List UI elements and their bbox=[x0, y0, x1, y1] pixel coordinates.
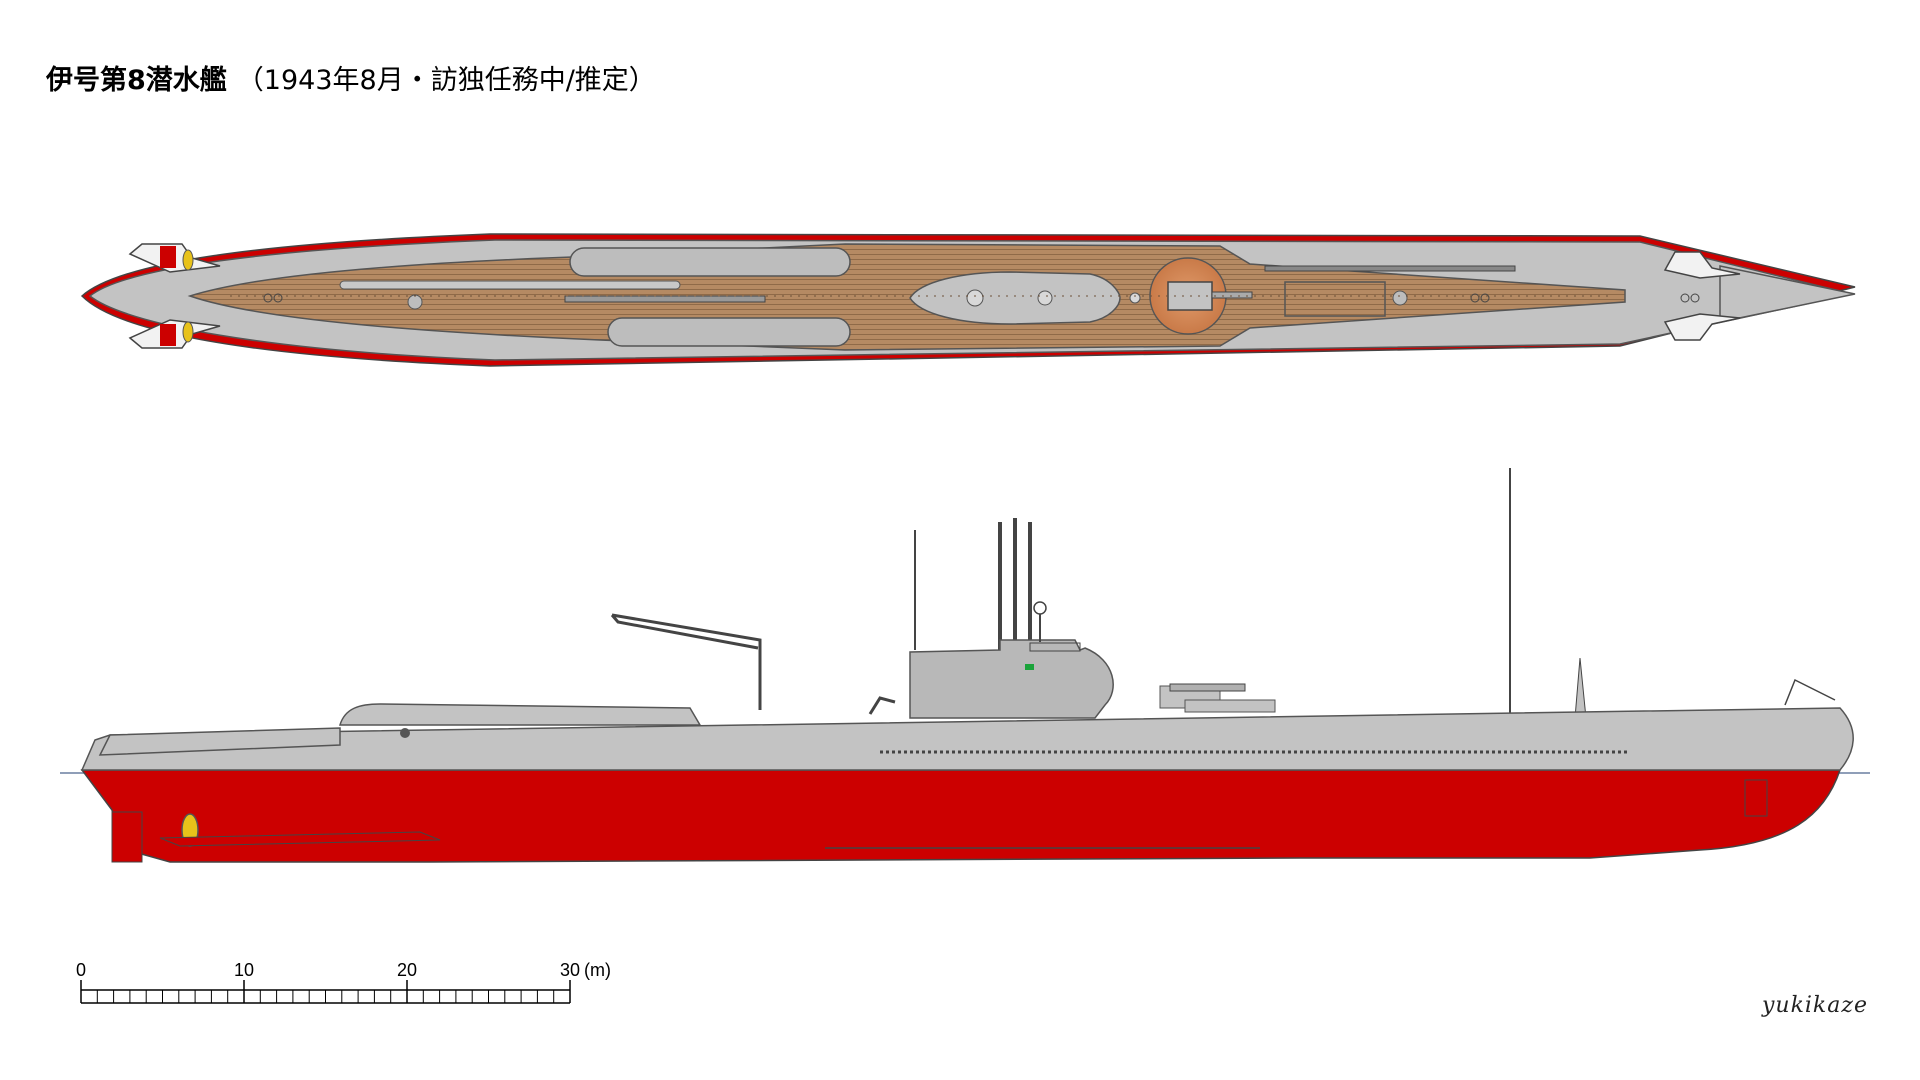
scale-bar: 0 10 20 30 (m) bbox=[76, 960, 611, 1004]
scale-unit-label: (m) bbox=[584, 960, 611, 980]
top-view bbox=[80, 233, 1856, 367]
top-bow-plane-port bbox=[1663, 251, 1741, 279]
side-hangar-port-light bbox=[400, 728, 410, 738]
top-bow-plane-stbd bbox=[1663, 313, 1741, 341]
top-long-rail-fwd bbox=[1264, 265, 1516, 272]
top-bollard-3 bbox=[1680, 293, 1690, 303]
radar-dish bbox=[1033, 601, 1047, 615]
bridge-windows bbox=[1029, 642, 1081, 652]
scale-minor-ticks bbox=[80, 980, 571, 1003]
drawing-title: 伊号第8潜水艦 （1943年8月・訪独任務中/推定） bbox=[46, 58, 656, 97]
side-hull-red bbox=[80, 769, 1842, 863]
top-conning-tower bbox=[909, 271, 1121, 325]
top-hangar-port bbox=[569, 247, 851, 277]
side-aa-gun bbox=[868, 696, 896, 715]
top-bollard-2 bbox=[1480, 293, 1490, 303]
top-fitting-1 bbox=[1392, 290, 1408, 306]
side-conning-tower bbox=[909, 639, 1114, 719]
scale-label-30: 30 bbox=[560, 960, 580, 980]
top-propeller-port bbox=[182, 249, 194, 271]
top-stern-red-band-port bbox=[160, 246, 176, 268]
top-catapult-rail bbox=[564, 295, 766, 303]
top-gun-barrel bbox=[1211, 291, 1253, 299]
top-propeller-stbd bbox=[182, 321, 194, 343]
scale-label-10: 10 bbox=[234, 960, 254, 980]
top-periscope-a bbox=[966, 289, 984, 307]
side-hull-gray bbox=[80, 707, 1854, 771]
green-light bbox=[1025, 664, 1034, 670]
top-rail-port bbox=[339, 280, 681, 290]
scale-label-0: 0 bbox=[76, 960, 86, 980]
top-stern-red-band-stbd bbox=[160, 324, 176, 346]
side-gun-shield bbox=[1184, 699, 1276, 713]
top-fitting-2 bbox=[407, 294, 423, 310]
top-periscope-c bbox=[1129, 292, 1141, 304]
bow-torpedo-doors bbox=[1744, 779, 1768, 817]
side-gun-barrel bbox=[1169, 683, 1246, 692]
artist-signature: yukikaze bbox=[1761, 993, 1868, 1018]
side-view bbox=[60, 468, 1870, 863]
jumping-wire-post bbox=[1574, 657, 1587, 719]
top-periscope-b bbox=[1037, 290, 1053, 306]
top-bollard-5 bbox=[263, 293, 273, 303]
side-hangar bbox=[338, 703, 702, 726]
top-bow-tip bbox=[1719, 265, 1856, 323]
side-aft-casing bbox=[98, 727, 341, 756]
bow-net-cutter bbox=[1784, 678, 1836, 706]
top-bollard-6 bbox=[273, 293, 283, 303]
top-forward-hatch bbox=[1284, 281, 1386, 317]
title-main: 伊号第8潜水艦 bbox=[46, 65, 227, 96]
top-bollard-1 bbox=[1470, 293, 1480, 303]
stern-shaft bbox=[159, 831, 441, 847]
scale-label-20: 20 bbox=[397, 960, 417, 980]
title-subtitle: （1943年8月・訪独任務中/推定） bbox=[236, 65, 656, 96]
top-hangar-stbd bbox=[607, 317, 851, 347]
stern-rudder bbox=[111, 811, 143, 863]
aircraft-crane bbox=[610, 613, 762, 710]
top-bollard-4 bbox=[1690, 293, 1700, 303]
